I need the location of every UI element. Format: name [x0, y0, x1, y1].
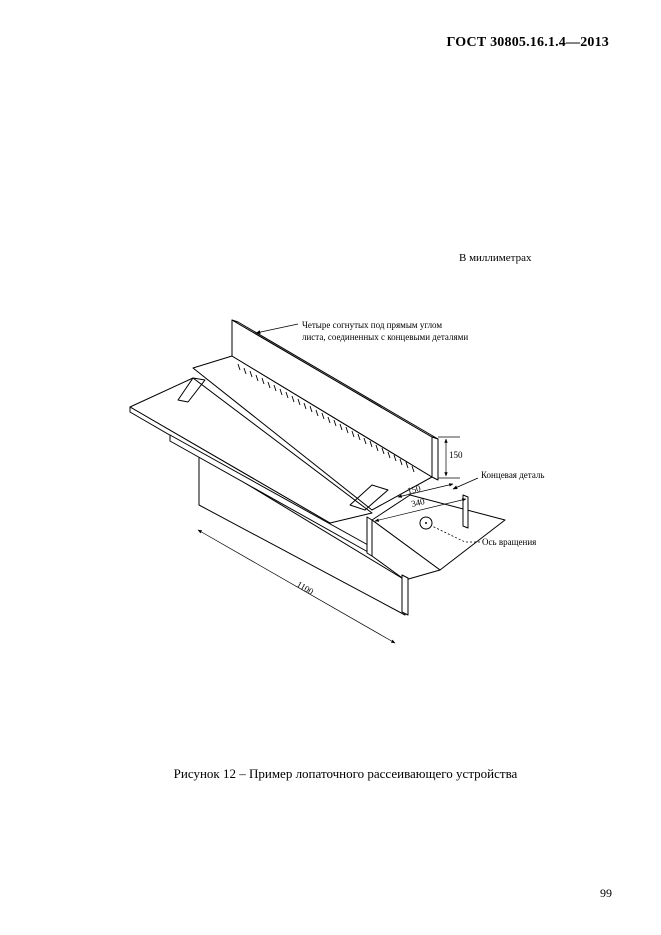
end-piece-leader — [452, 477, 479, 490]
vertical-back-side — [431, 436, 439, 481]
dim-width-top-label: 150 — [406, 483, 422, 496]
dim-length-label: 1100 — [295, 579, 316, 597]
axis-leader — [431, 525, 480, 543]
rotation-axis-callout: Ось вращения — [482, 537, 536, 547]
tray-rim-right — [349, 484, 389, 511]
dim-width-total-label: 340 — [410, 496, 426, 509]
tray-rim-left — [177, 377, 206, 403]
end-piece — [462, 494, 469, 529]
units-note: В миллиметрах — [459, 252, 532, 264]
dim-width-total — [374, 498, 467, 522]
plates-leader — [255, 323, 299, 334]
front-web — [366, 516, 373, 557]
perforation-hatch — [237, 363, 415, 473]
figure-caption: Рисунок 12 – Пример лопаточного рассеива… — [0, 766, 661, 782]
dim-width-top — [397, 483, 454, 498]
dim-height-label: 150 — [449, 450, 463, 460]
lower-tail — [401, 574, 409, 616]
figure-caption-text: Рисунок 12 – Пример лопаточного рассеива… — [173, 766, 518, 781]
plates-callout-line2: листа, соединенных с концевыми деталями — [302, 332, 468, 342]
end-piece-callout: Концевая деталь — [481, 470, 544, 480]
page-number: 99 — [600, 886, 612, 900]
document-header: ГОСТ 30805.16.1.4—2013 — [446, 35, 609, 50]
dim-length — [197, 529, 396, 644]
dim-height — [438, 436, 460, 479]
plates-callout-line1: Четыре согнутых под прямым углом — [302, 320, 442, 330]
